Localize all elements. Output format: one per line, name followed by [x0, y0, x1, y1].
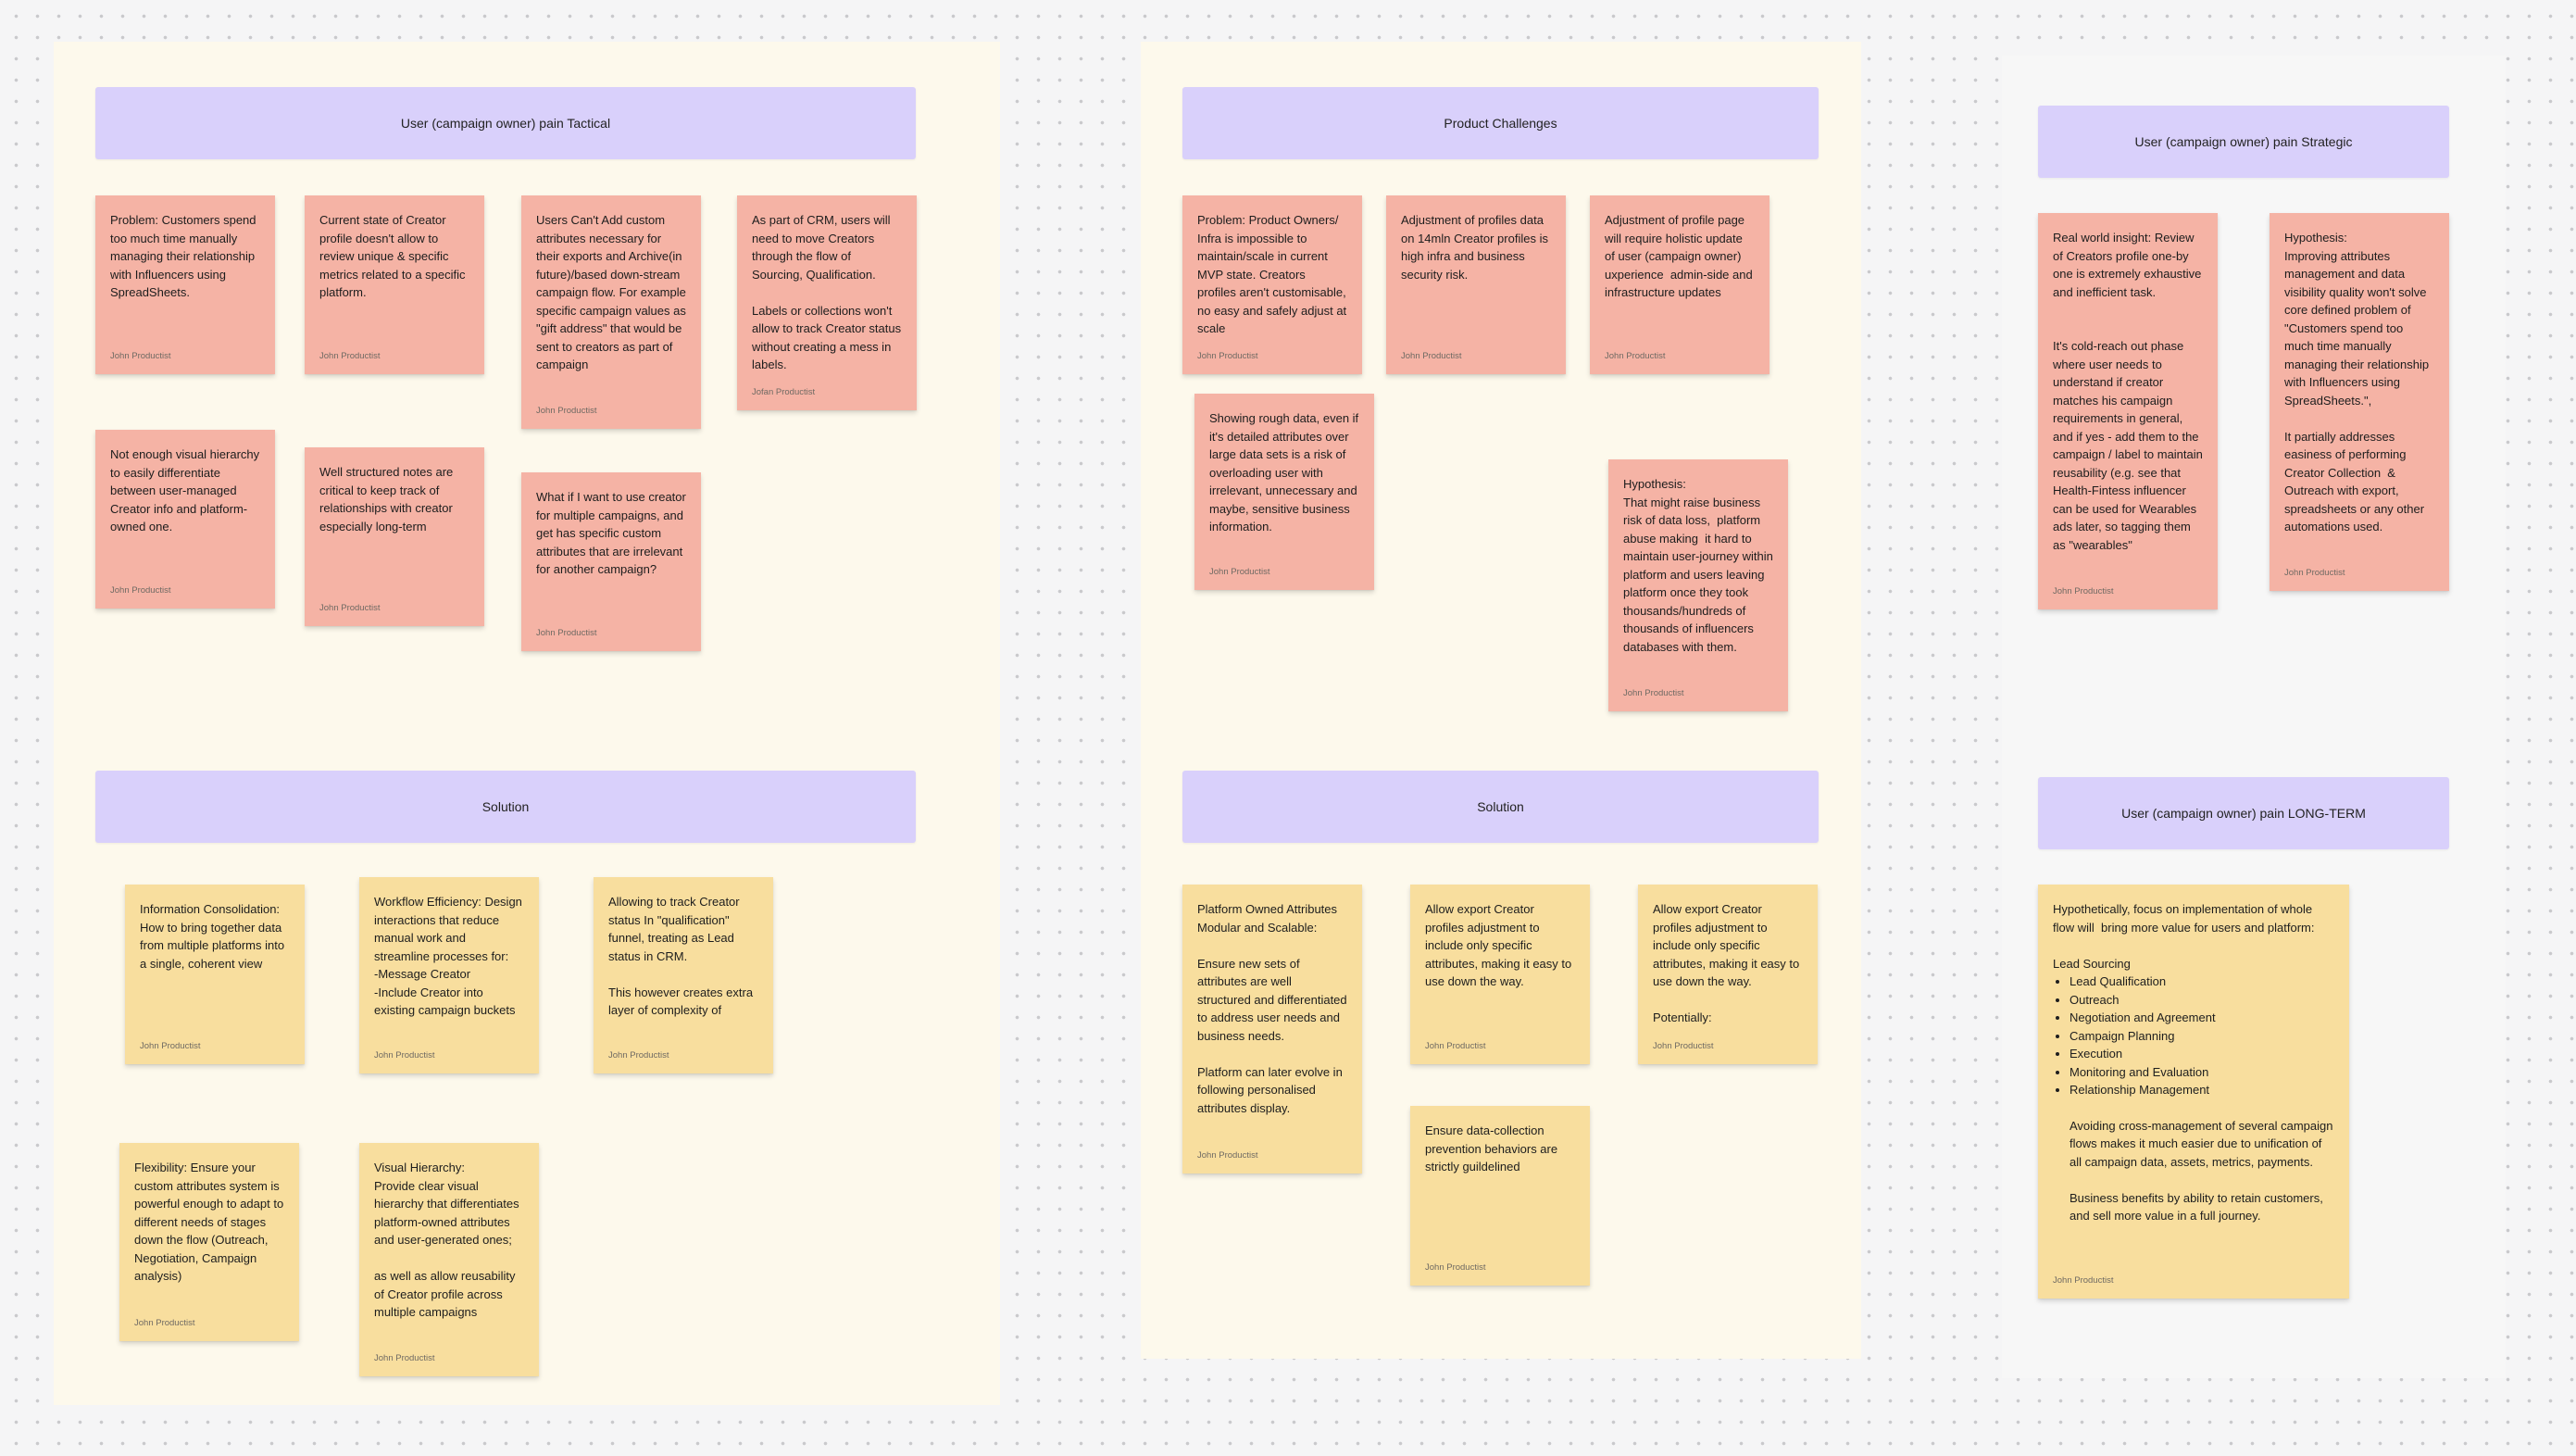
sticky-note[interactable]: Hypothesis: That might raise business ri… [1608, 459, 1788, 711]
sticky-text: As part of CRM, users will need to move … [752, 213, 902, 371]
sticky-note[interactable]: Adjustment of profile page will require … [1590, 195, 1769, 374]
list-item: Outreach [2070, 991, 2334, 1010]
sticky-note[interactable]: What if I want to use creator for multip… [521, 472, 701, 651]
sticky-note[interactable]: Allow export Creator profiles adjustment… [1638, 885, 1818, 1064]
sticky-note[interactable]: Flexibility: Ensure your custom attribut… [119, 1143, 299, 1341]
sticky-author: John Productist [374, 1050, 435, 1061]
sticky-author: John Productist [2053, 586, 2114, 596]
sticky-text: Platform Owned Attributes Modular and Sc… [1197, 902, 1347, 1115]
sticky-note[interactable]: Adjustment of profiles data on 14mln Cre… [1386, 195, 1566, 374]
sticky-text: Users Can't Add custom attributes necess… [536, 213, 690, 371]
sticky-text: Workflow Efficiency: Design interactions… [374, 895, 522, 1017]
header-strategic[interactable]: User (campaign owner) pain Strategic [2038, 106, 2449, 178]
list-item: Negotiation and Agreement [2070, 1009, 2334, 1027]
list-item: Campaign Planning [2070, 1027, 2334, 1046]
sticky-author: John Productist [319, 603, 381, 613]
sticky-note[interactable]: Well structured notes are critical to ke… [305, 447, 484, 626]
sticky-text: Well structured notes are critical to ke… [319, 465, 456, 533]
sticky-text: Not enough visual hierarchy to easily di… [110, 447, 263, 533]
sticky-text: What if I want to use creator for multip… [536, 490, 690, 576]
header-product-challenges[interactable]: Product Challenges [1182, 87, 1819, 159]
sticky-note[interactable]: Users Can't Add custom attributes necess… [521, 195, 701, 429]
sticky-note[interactable]: Workflow Efficiency: Design interactions… [359, 877, 539, 1073]
sticky-text: Avoiding cross-management of several cam… [2070, 1118, 2333, 1224]
sticky-author: John Productist [1401, 351, 1462, 361]
sticky-author: John Productist [1197, 1150, 1258, 1161]
sticky-note[interactable]: As part of CRM, users will need to move … [737, 195, 917, 410]
sticky-text: Adjustment of profiles data on 14mln Cre… [1401, 213, 1552, 282]
sticky-author: John Productist [110, 585, 171, 596]
sticky-text: Adjustment of profile page will require … [1605, 213, 1757, 299]
sticky-author: John Productist [1425, 1041, 1486, 1051]
sticky-text: Hypothetically, focus on implementation … [2053, 902, 2315, 971]
header-long-term[interactable]: User (campaign owner) pain LONG-TERM [2038, 777, 2449, 849]
sticky-text: Problem: Product Owners/ Infra is imposs… [1197, 213, 1350, 335]
sticky-note[interactable]: Current state of Creator profile doesn't… [305, 195, 484, 374]
sticky-text: Allow export Creator profiles adjustment… [1425, 902, 1575, 988]
header-product-solution[interactable]: Solution [1182, 771, 1819, 843]
sticky-note[interactable]: Allow export Creator profiles adjustment… [1410, 885, 1590, 1064]
sticky-author: John Productist [536, 406, 597, 416]
sticky-text: Visual Hierarchy: Provide clear visual h… [374, 1161, 519, 1319]
sticky-text: Allow export Creator profiles adjustment… [1653, 902, 1800, 1024]
sticky-author: John Productist [536, 628, 597, 638]
sticky-author: John Productist [134, 1318, 195, 1328]
sticky-text: Problem: Customers spend too much time m… [110, 213, 260, 299]
sticky-author: John Productist [608, 1050, 669, 1061]
sticky-author: John Productist [1623, 688, 1684, 698]
sticky-note[interactable]: Allowing to track Creator status In "qua… [594, 877, 773, 1073]
sticky-note[interactable]: Ensure data-collection prevention behavi… [1410, 1106, 1590, 1286]
sticky-text: Ensure data-collection prevention behavi… [1425, 1123, 1561, 1174]
sticky-note[interactable]: Hypothesis: Improving attributes managem… [2270, 213, 2449, 591]
sticky-note[interactable]: Information Consolidation: How to bring … [125, 885, 305, 1064]
stage-list: Lead Qualification Outreach Negotiation … [2053, 973, 2334, 1099]
sticky-author: John Productist [1605, 351, 1666, 361]
sticky-author: John Productist [1653, 1041, 1714, 1051]
sticky-author: John Productist [110, 351, 171, 361]
list-item: Relationship Management [2070, 1081, 2334, 1099]
list-item: Monitoring and Evaluation [2070, 1063, 2334, 1082]
sticky-text: Current state of Creator profile doesn't… [319, 213, 469, 299]
sticky-author: Jofan Productist [752, 387, 816, 397]
sticky-text: Information Consolidation: How to bring … [140, 902, 288, 971]
list-item: Lead Qualification [2070, 973, 2334, 991]
sticky-text: Flexibility: Ensure your custom attribut… [134, 1161, 287, 1283]
sticky-text: Showing rough data, even if it's detaile… [1209, 411, 1362, 533]
sticky-note[interactable]: Platform Owned Attributes Modular and Sc… [1182, 885, 1362, 1174]
sticky-note[interactable]: Real world insight: Review of Creators p… [2038, 213, 2218, 609]
sticky-author: John Productist [319, 351, 381, 361]
header-tactical[interactable]: User (campaign owner) pain Tactical [95, 87, 916, 159]
sticky-author: John Productist [1197, 351, 1258, 361]
header-tactical-solution[interactable]: Solution [95, 771, 916, 843]
sticky-author: John Productist [374, 1353, 435, 1363]
list-item: Execution [2070, 1045, 2334, 1063]
sticky-text: Allowing to track Creator status In "qua… [608, 895, 754, 1017]
sticky-note[interactable]: Showing rough data, even if it's detaile… [1194, 394, 1374, 590]
sticky-author: John Productist [1209, 567, 1270, 577]
sticky-text: Hypothesis: Improving attributes managem… [2284, 231, 2430, 533]
sticky-note[interactable]: Not enough visual hierarchy to easily di… [95, 430, 275, 609]
sticky-author: John Productist [2284, 568, 2345, 578]
sticky-author: John Productist [140, 1041, 201, 1051]
sticky-note[interactable]: Problem: Product Owners/ Infra is imposs… [1182, 195, 1362, 374]
sticky-note[interactable]: Visual Hierarchy: Provide clear visual h… [359, 1143, 539, 1376]
sticky-author: John Productist [1425, 1262, 1486, 1273]
sticky-author: John Productist [2053, 1275, 2114, 1286]
sticky-text: Real world insight: Review of Creators p… [2053, 231, 2203, 552]
sticky-note[interactable]: Hypothetically, focus on implementation … [2038, 885, 2349, 1299]
sticky-text: Hypothesis: That might raise business ri… [1623, 477, 1773, 654]
sticky-note[interactable]: Problem: Customers spend too much time m… [95, 195, 275, 374]
